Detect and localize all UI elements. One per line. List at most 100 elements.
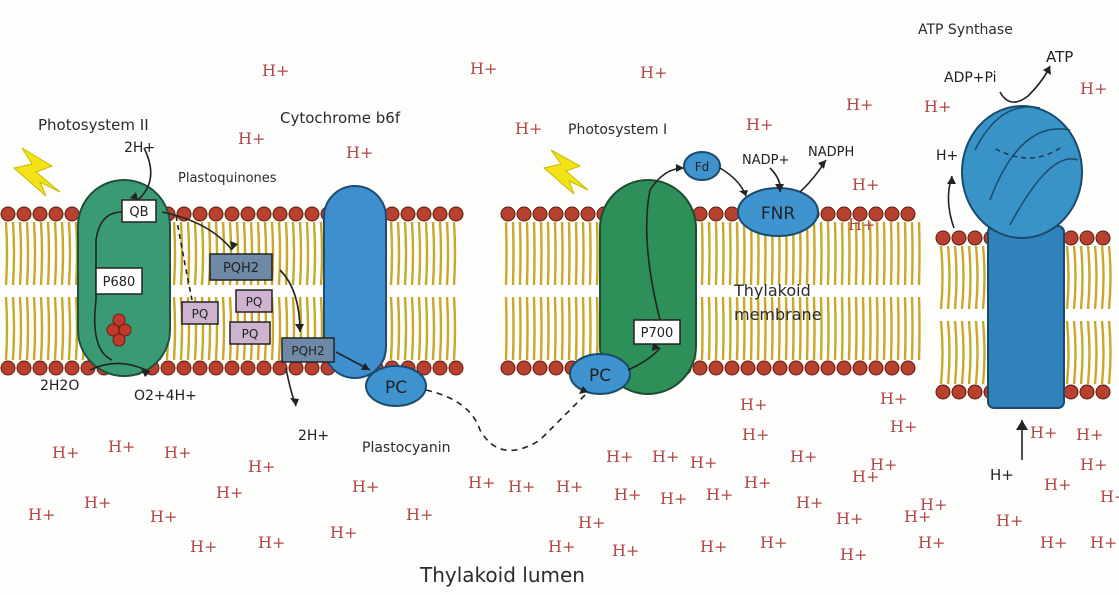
lipid-tail [955,246,957,309]
lipid-tail [398,222,399,285]
lipid-head [417,207,431,221]
lipid-tail [527,297,528,360]
lipid-tail [962,321,964,384]
lipid-tail [506,222,507,285]
lipid-tail [419,222,420,285]
lipid-tail [1088,246,1090,309]
lipid-tail [541,222,542,285]
lipid-head [449,361,463,375]
proton-label: H+ [346,143,373,162]
proton-label: H+ [52,443,79,462]
lipid-head [449,207,463,221]
lipid-tail [744,222,745,285]
proton-label: H+ [556,477,583,496]
proton-label: H+ [790,447,817,466]
membrane-lipid-tails [6,222,1111,384]
lipid-tail [447,222,448,285]
lipid-tail [279,297,280,360]
lipid-head [533,207,547,221]
lipid-tail [27,297,28,360]
pqh2-top-label: PQH2 [223,261,259,276]
lipid-tail [433,222,434,285]
proton-label: H+ [190,537,217,556]
lipid-head [273,207,287,221]
lipid-head [1096,385,1110,399]
fd-label: Fd [695,160,710,174]
lipid-head [821,361,835,375]
pq-label-3: PQ [242,327,259,341]
lipid-head [305,207,319,221]
lipid-tail [534,297,535,360]
lipid-tail [20,222,21,285]
lipid-tail [419,297,420,360]
proton-label: H+ [216,483,243,502]
lipid-head [741,361,755,375]
lipid-tail [1081,321,1083,384]
lipid-tail [884,297,885,360]
lipid-tail [1074,246,1076,309]
lipid-head [1064,385,1078,399]
lipid-tail [188,222,189,285]
lipid-tail [48,297,49,360]
lipid-tail [527,222,528,285]
lipid-tail [520,222,521,285]
lipid-tail [55,297,56,360]
lipid-tail [41,297,42,360]
lipid-tail [716,297,717,360]
lipid-head [305,361,319,375]
proton-label: H+ [578,513,605,532]
proton-label: H+ [515,119,542,138]
lipid-head [533,361,547,375]
lipid-tail [583,297,584,360]
pc-label-2: PC [589,366,611,386]
proton-label: H+ [164,443,191,462]
proton-label: H+ [744,473,771,492]
lipid-head [837,361,851,375]
lipid-head [161,361,175,375]
lipid-head [757,361,771,375]
lipid-head [501,207,515,221]
lipid-head [517,207,531,221]
lipid-head [257,207,271,221]
proton-label: H+ [1076,425,1103,444]
lipid-head [177,207,191,221]
lipid-tail [941,246,943,309]
lipid-tail [520,297,521,360]
lipid-tail [34,297,35,360]
pq-label-2: PQ [192,307,209,321]
lipid-tail [1074,321,1076,384]
lipid-tail [898,297,899,360]
lipid-head [177,361,191,375]
lipid-head [1,361,15,375]
proton-label: H+ [406,505,433,524]
lipid-head [241,207,255,221]
lipid-tail [1081,246,1083,309]
lipid-tail [576,297,577,360]
lipid-tail [548,297,549,360]
lipid-head [885,361,899,375]
lipid-tail [48,222,49,285]
lipid-tail [948,246,950,309]
atp-synthase-stalk [988,226,1064,408]
atp-label: ATP [1046,48,1073,66]
lipid-tail [877,222,878,285]
lipid-tail [576,222,577,285]
lipid-tail [709,297,710,360]
lipid-tail [300,222,301,285]
lipid-tail [76,222,77,285]
lipid-tail [597,297,598,360]
proton-label: H+ [660,489,687,508]
lipid-tail [976,321,978,384]
lipid-head [289,207,303,221]
lipid-tail [174,297,175,360]
lipid-head [385,207,399,221]
lipid-tail [454,297,455,360]
lipid-tail [730,297,731,360]
lipid-head [433,207,447,221]
lipid-tail [884,222,885,285]
lipid-tail [716,222,717,285]
lipid-tail [55,222,56,285]
lipid-tail [905,297,906,360]
lipid-head [968,385,982,399]
